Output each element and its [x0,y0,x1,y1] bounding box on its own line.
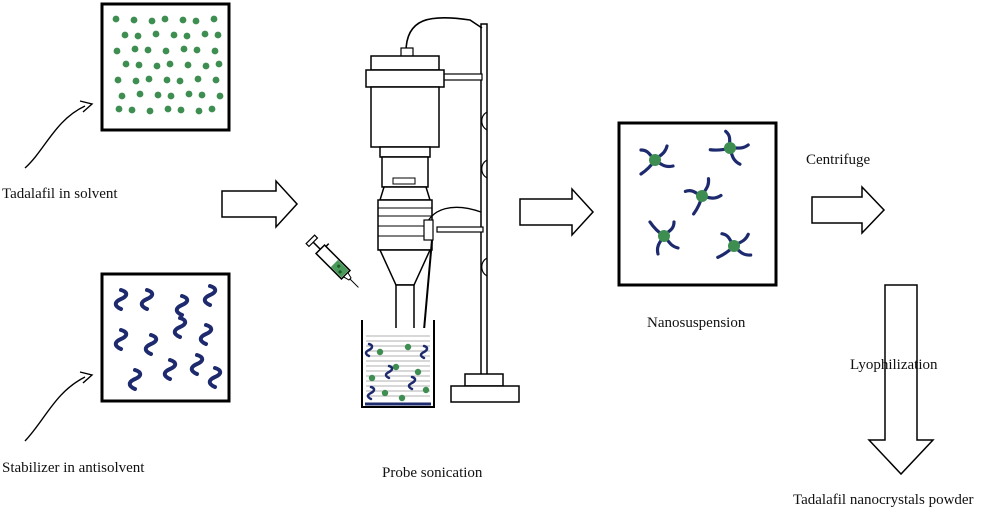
drug-particle [195,107,203,115]
drug-particle [194,75,202,83]
polymer-chain [207,366,223,389]
drug-particle [179,16,187,24]
drug-particle [135,61,143,69]
nanoparticle [716,232,753,259]
drug-particle [118,92,126,100]
drug-particle [177,106,185,114]
drug-particle [131,45,139,53]
tadalafil-solvent-label: Tadalafil in solvent [2,186,118,202]
polymer-chain [139,288,155,311]
polymer-chain [202,284,218,307]
drug-particle [122,60,130,68]
nanoparticle [648,220,680,256]
drug-particle [163,76,171,84]
drug-solution-box [100,2,231,132]
pointer-arrowhead-bottom [79,371,94,384]
drug-particle [208,105,216,113]
drug-particle [136,90,144,98]
beaker [361,320,435,408]
drug-particle [114,76,122,84]
nanoparticle [639,144,675,176]
pointer-curve-top [24,105,86,169]
polymer-chains [113,284,223,391]
drug-particle [128,106,136,114]
drug-particle [113,47,121,55]
powder-label: Tadalafil nanocrystals powder [793,492,974,508]
drug-particle [193,46,201,54]
process-arrow-2 [519,187,595,237]
polymer-chain [172,316,188,339]
drug-particle [130,16,138,24]
drug-particle [152,30,160,38]
drug-particle [201,30,209,38]
beaker-contents [364,342,431,406]
stabilizer-antisolvent-label: Stabilizer in antisolvent [2,460,145,476]
nanosuspension-label: Nanosuspension [647,315,746,331]
drug-particle [183,32,191,40]
drug-particle [115,105,123,113]
drug-particle [161,15,169,23]
power-cable [405,16,483,53]
drug-particle [134,32,142,40]
drug-particle [184,61,192,69]
drug-particle [211,47,219,55]
drug-particle [154,91,162,99]
drug-particle [176,77,184,85]
drug-particles [112,15,224,115]
pointer-arrowhead-top [79,100,94,113]
syringe-icon [305,234,359,288]
drug-particle [185,90,193,98]
drug-particle [198,91,206,99]
polymer-chain [189,353,205,376]
probe-sonication-label: Probe sonication [382,465,483,481]
polymer-chain [113,328,129,351]
drug-particle [214,31,222,39]
nanoparticle [708,129,750,166]
drug-particle [164,105,172,113]
drug-particle [145,75,153,83]
drug-particle [216,92,224,100]
drug-particle [144,46,152,54]
polymer-chain [162,358,178,381]
drug-particle [148,17,156,25]
drug-particle [153,62,161,70]
polymer-chain [143,333,159,356]
centrifuge-label: Centrifuge [806,152,871,168]
drug-particle [166,60,174,68]
drug-particle [121,31,129,39]
lyophilization-label: Lyophilization [850,357,938,373]
polymer-chain [174,294,190,317]
stabilizer-box [100,272,231,403]
pointer-curve-bottom [24,376,86,442]
centrifuge-arrow [811,185,886,235]
drug-particle [215,60,223,68]
process-arrow-1 [221,179,299,229]
drug-particle [192,17,200,25]
drug-particle [146,107,154,115]
polymer-chain [113,288,129,311]
stabilized-nanoparticles [639,129,753,259]
nanoparticle [683,177,723,216]
sonicator-stand [433,23,520,403]
drug-particle [112,15,120,23]
drug-particle [180,45,188,53]
nanosuspension-box [617,121,778,287]
polymer-chain [198,323,214,346]
drug-particle [202,62,210,70]
lyophilization-arrow [867,284,935,476]
sonicator-horn [365,55,445,333]
polymer-chain [127,368,143,391]
drug-particle [212,76,220,84]
drug-particle [132,77,140,85]
drug-particle [167,92,175,100]
drug-particle [210,15,218,23]
drug-particle [162,47,170,55]
drug-particle [170,31,178,39]
